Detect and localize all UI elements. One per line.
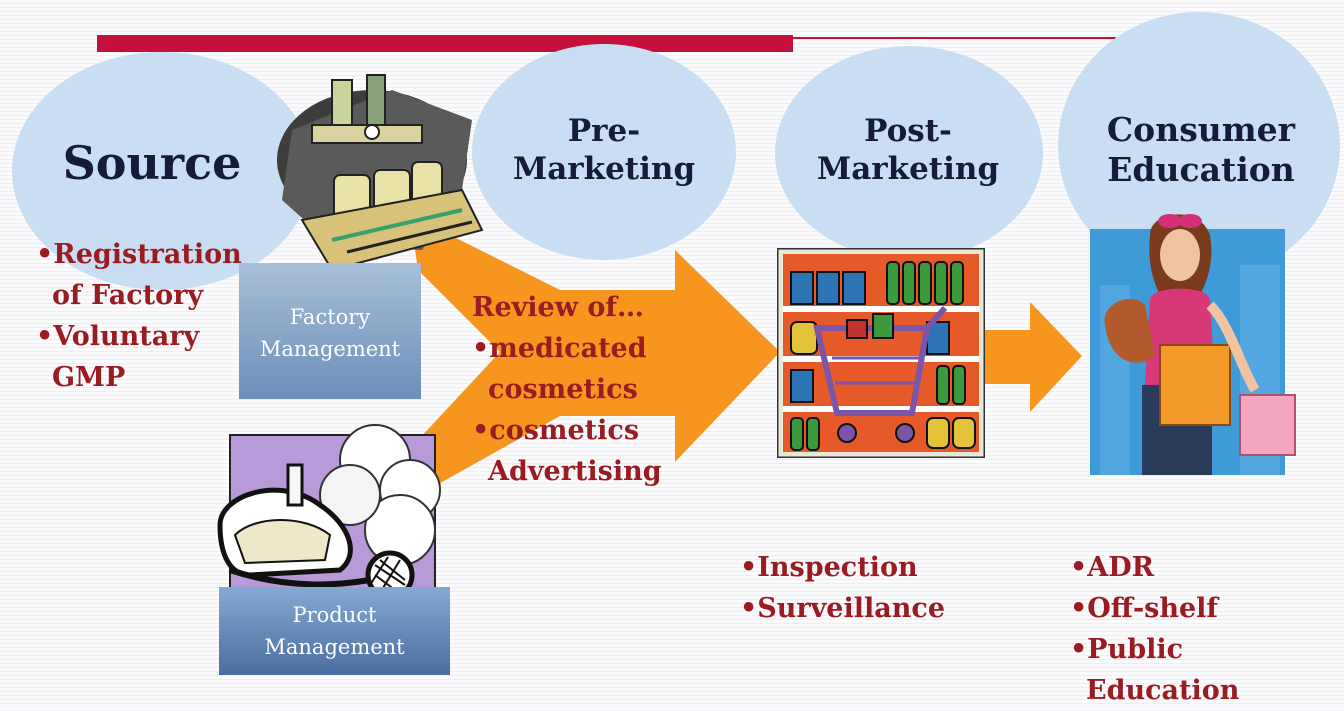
product-management-line1: Product — [292, 603, 377, 627]
consumer-education-bullets: •ADR •Off-shelf •Public Education — [1070, 547, 1239, 711]
pre-marketing-bullet-5: Advertising — [488, 456, 662, 487]
flow-arrow-small-shape — [982, 302, 1082, 412]
post-marketing-bullets: •Inspection •Surveillance — [740, 547, 945, 629]
post-marketing-bullet-1: •Inspection — [740, 552, 918, 583]
source-bullet-2: of Factory — [52, 280, 204, 311]
post-marketing-bubble — [775, 46, 1043, 260]
factory-machine-icon — [277, 74, 484, 270]
consumer-education-title-line2: Education — [1107, 150, 1295, 190]
consumer-education-bullet-3: •Public — [1070, 634, 1184, 665]
factory-management-line1: Factory — [289, 305, 371, 329]
source-bullet-3: •Voluntary — [36, 321, 200, 352]
source-bullet-4: GMP — [52, 362, 126, 393]
perfume-bottle-icon — [217, 424, 441, 601]
pre-marketing-bullet-2: •medicated — [472, 333, 647, 364]
pre-marketing-title-line2: Marketing — [512, 150, 696, 187]
shopper-woman-icon — [1090, 214, 1296, 475]
post-marketing-title-line1: Post- — [864, 113, 952, 149]
post-marketing-title-line2: Marketing — [816, 150, 1000, 187]
factory-management-line2: Management — [259, 337, 401, 361]
consumer-education-title-line1: Consumer — [1106, 110, 1296, 149]
source-title: Source — [62, 136, 242, 190]
post-marketing-title: Post- Marketing — [808, 113, 1008, 189]
pre-marketing-bullet-4: •cosmetics — [472, 415, 640, 446]
consumer-education-bullet-4: Education — [1086, 675, 1240, 706]
source-bullets: •Registration of Factory •Voluntary GMP — [36, 234, 242, 398]
source-bullet-1: •Registration — [36, 239, 242, 270]
source-bubble — [12, 52, 312, 290]
top-accent-line — [793, 37, 1116, 39]
pre-marketing-bullets: Review of… •medicated cosmetics •cosmeti… — [472, 287, 662, 492]
pre-marketing-title: Pre- Marketing — [504, 113, 704, 189]
pre-marketing-bullet-3: cosmetics — [488, 374, 638, 405]
pre-marketing-title-line1: Pre- — [567, 113, 641, 149]
product-management-box: Product Management — [219, 587, 450, 675]
factory-management-box: Factory Management — [239, 263, 421, 399]
pre-marketing-bubble — [472, 44, 736, 260]
consumer-education-bullet-1: •ADR — [1070, 552, 1155, 583]
post-marketing-bullet-2: •Surveillance — [740, 593, 945, 624]
consumer-education-title: Consumer Education — [1090, 110, 1312, 191]
flow-arrow-large-shape — [410, 215, 780, 500]
consumer-education-bullet-2: •Off-shelf — [1070, 593, 1219, 624]
pre-marketing-bullet-1: Review of… — [472, 292, 645, 323]
supermarket-shelf-icon — [777, 248, 985, 458]
product-management-line2: Management — [264, 635, 405, 659]
